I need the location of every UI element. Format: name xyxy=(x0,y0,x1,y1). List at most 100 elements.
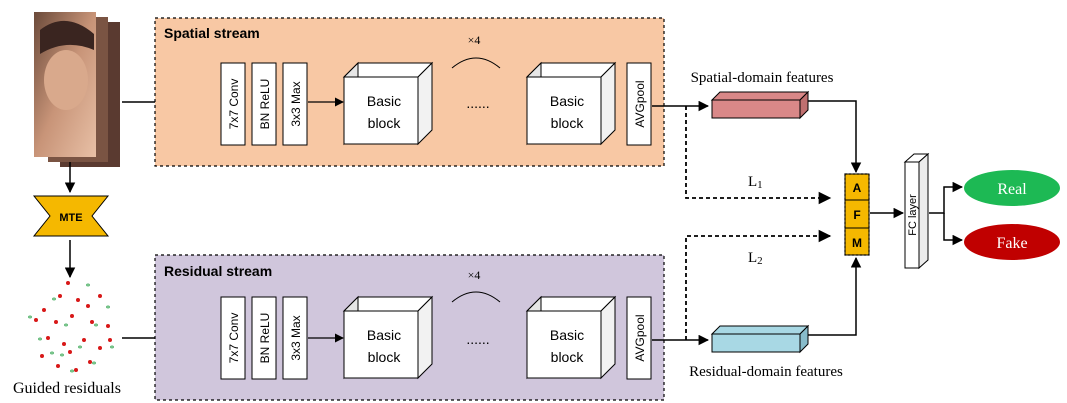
spatial-maxpool-label: 3x3 Max xyxy=(289,81,303,126)
spatial-maxpool-op xyxy=(282,62,308,146)
residual-bn-relu-label: BN ReLU xyxy=(258,313,272,364)
residual-dot-red xyxy=(42,308,46,312)
fake-output xyxy=(964,224,1060,260)
residual-ellipsis: ...... xyxy=(466,331,489,347)
residual-maxpool-label: 3x3 Max xyxy=(289,315,303,360)
residual-dot-red xyxy=(90,320,94,324)
residual-repeat-label: ×4 xyxy=(468,268,481,282)
afm-letter-m: M xyxy=(852,236,862,250)
spatial-repeat-label: ×4 xyxy=(468,33,481,47)
loss-l2-label: L2 xyxy=(748,250,763,267)
mte-hourglass xyxy=(32,195,110,237)
residual-dot-red xyxy=(58,294,62,298)
residual-mark-green: * xyxy=(92,360,97,371)
residual-mark-green: * xyxy=(28,314,33,325)
spatial-ellipsis: ...... xyxy=(466,95,489,111)
spatial-basic-block-1: Basic block xyxy=(342,61,434,146)
residual-stream: Residual stream 7x7 Conv BN ReLU 3x3 Max… xyxy=(154,254,665,401)
residual-dot-red xyxy=(34,318,38,322)
residual-mark-green: * xyxy=(70,368,75,379)
residual-dot-red xyxy=(82,338,86,342)
spatial-repeat-arc xyxy=(451,57,501,69)
spatial-block2-line2: block xyxy=(551,115,585,131)
residual-mark-green: * xyxy=(64,322,69,333)
spatial-stream: Spatial stream 7x7 Conv BN ReLU 3x3 Max … xyxy=(154,17,665,167)
spatial-block1-line1: Basic xyxy=(367,93,401,109)
residual-mark-green: * xyxy=(52,296,57,307)
residual-avgpool-op xyxy=(626,296,652,380)
residual-avgpool-label: AVGpool xyxy=(633,314,647,361)
mte-label: MTE xyxy=(59,212,82,224)
residual-mark-green: * xyxy=(60,352,65,363)
residual-features-label: Residual-domain features xyxy=(689,364,843,380)
guided-residuals-scatter: * * * * * * * * * * * * * xyxy=(28,281,115,379)
spatial-bn-relu-label: BN ReLU xyxy=(258,79,272,130)
spatial-basic-block-2: Basic block xyxy=(525,61,617,146)
residual-dot-red xyxy=(108,338,112,342)
afm-module: A F M xyxy=(844,173,870,256)
spatial-avgpool-label: AVGpool xyxy=(633,80,647,127)
arrow-fc-to-fake xyxy=(943,213,964,246)
residual-dot-red xyxy=(54,320,58,324)
real-output xyxy=(964,170,1060,206)
loss-l1-label: L1 xyxy=(748,174,763,191)
afm-letter-a: A xyxy=(853,181,862,195)
spatial-bn-relu-op xyxy=(251,62,277,146)
residual-mark-green: * xyxy=(50,350,55,361)
residual-dot-red xyxy=(40,354,44,358)
spatial-block2-line1: Basic xyxy=(550,93,584,109)
residual-mark-green: * xyxy=(94,322,99,333)
residual-dot-red xyxy=(98,294,102,298)
residual-dot-red xyxy=(106,324,110,328)
residual-dot-red xyxy=(66,281,70,285)
spatial-block1-line2: block xyxy=(368,115,402,131)
mte-block: MTE xyxy=(32,195,110,237)
afm-outline xyxy=(844,173,870,256)
residual-dot-red xyxy=(56,364,60,368)
residual-block1-line1: Basic xyxy=(367,327,401,343)
arrow-residual-feature-to-afm xyxy=(808,256,862,336)
residual-block1-line2: block xyxy=(368,349,402,365)
fake-output-label: Fake xyxy=(996,235,1027,252)
residual-dot-red xyxy=(70,314,74,318)
residual-mark-green: * xyxy=(110,344,115,355)
spatial-conv-label: 7x7 Conv xyxy=(227,79,241,130)
residual-conv-op xyxy=(220,296,246,380)
residual-mark-green: * xyxy=(78,344,83,355)
residual-repeat-arc xyxy=(451,291,501,303)
residual-dot-red xyxy=(68,350,72,354)
spatial-feature-bar xyxy=(710,90,810,120)
residual-basic-block-2: Basic block xyxy=(525,295,617,380)
arrow-fc-to-real xyxy=(929,181,964,214)
guided-residuals-caption: Guided residuals xyxy=(13,380,121,397)
hair-shape xyxy=(40,20,94,54)
residual-block2-line1: Basic xyxy=(550,327,584,343)
loss-l1-arrow xyxy=(685,106,832,205)
residual-dot-red xyxy=(98,346,102,350)
residual-mark-green: * xyxy=(106,304,111,315)
residual-dot-red xyxy=(46,336,50,340)
residual-mark-green: * xyxy=(38,336,43,347)
input-face-stack xyxy=(34,12,120,167)
residual-stream-title: Residual stream xyxy=(164,263,272,279)
residual-block2-line2: block xyxy=(551,349,585,365)
face-image xyxy=(44,50,88,110)
residual-mark-green: * xyxy=(86,282,91,293)
spatial-conv-op xyxy=(220,62,246,146)
residual-dot-red xyxy=(86,304,90,308)
residual-dot-red xyxy=(62,342,66,346)
residual-conv-label: 7x7 Conv xyxy=(227,313,241,364)
spatial-stream-title: Spatial stream xyxy=(164,25,260,41)
real-output-label: Real xyxy=(997,181,1027,198)
residual-basic-block-1: Basic block xyxy=(342,295,434,380)
residual-feature-bar xyxy=(710,324,810,354)
afm-letter-f: F xyxy=(853,208,860,222)
residual-dot-red xyxy=(88,360,92,364)
fc-layer-label: FC layer xyxy=(907,194,919,236)
residual-bn-relu-op xyxy=(251,296,277,380)
spatial-features-label: Spatial-domain features xyxy=(691,70,834,86)
residual-maxpool-op xyxy=(282,296,308,380)
residual-dot-red xyxy=(76,298,80,302)
spatial-avgpool-op xyxy=(626,62,652,146)
